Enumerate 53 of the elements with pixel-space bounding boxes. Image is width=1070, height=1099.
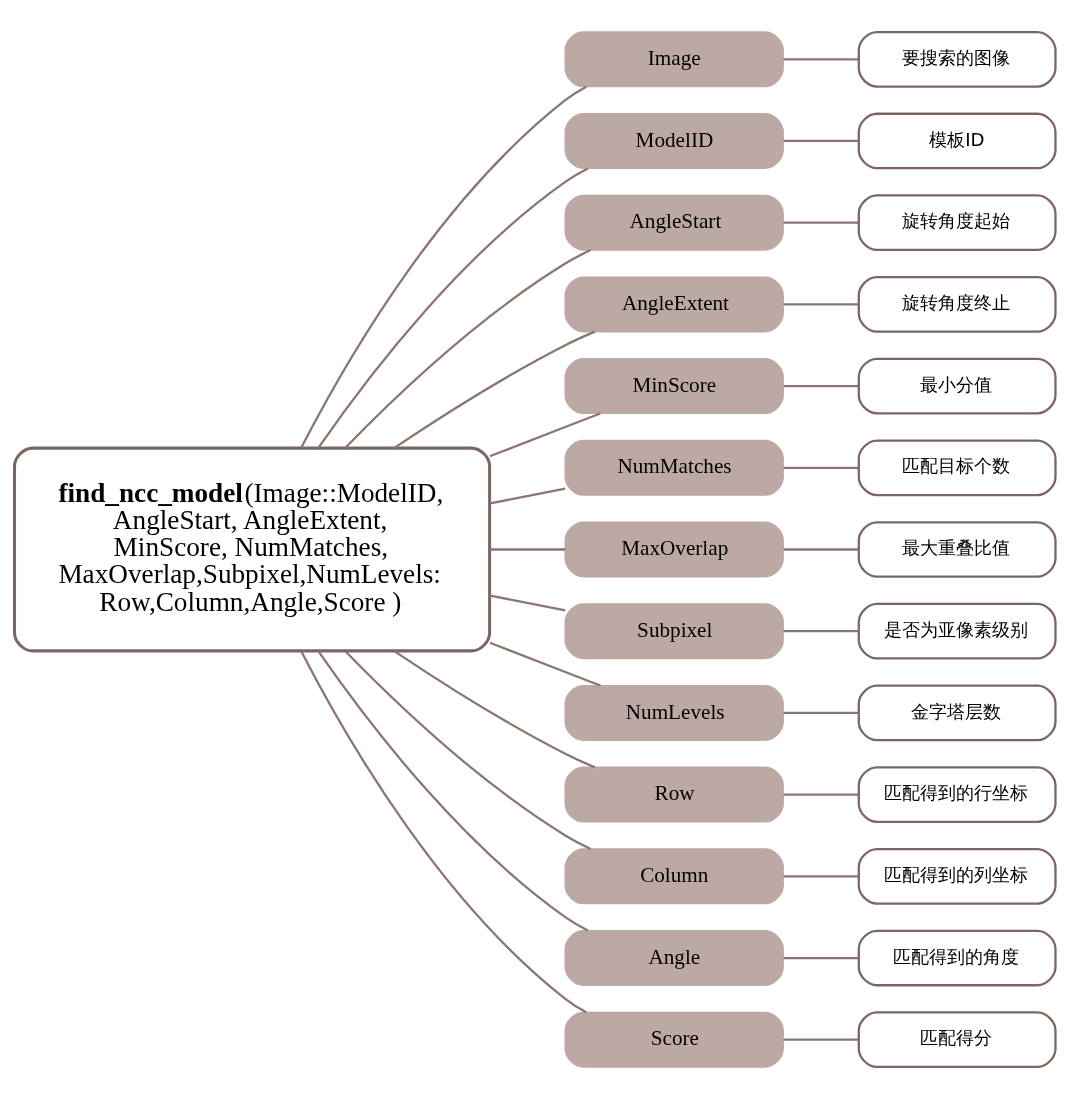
node-box: Score [564,1011,784,1068]
node-box: MinScore [564,358,784,415]
connector [344,650,592,850]
connector [783,58,859,61]
connector [783,1038,859,1041]
connector [783,548,859,551]
node-box: NumLevels [564,684,784,741]
connector [783,221,859,224]
node-box: 要搜索的图像 [857,30,1057,88]
node-box: Column [564,848,784,905]
connector [783,793,859,796]
node-box: 是否为亚像素级别 [857,602,1057,660]
node-box: 匹配得到的角度 [857,929,1057,987]
node-box: 金字塔层数 [857,684,1057,742]
node-box: NumMatches [564,439,784,496]
connector [783,384,859,388]
connector [783,630,859,633]
connector [300,85,587,449]
node-box: 旋转角度终止 [857,276,1057,333]
node-box: 匹配得分 [857,1011,1057,1069]
connector [783,466,859,469]
connector [783,711,859,715]
connector [393,650,596,769]
node-box: AngleExtent [564,276,784,333]
connector [783,956,859,960]
node-box: Row [564,766,784,823]
connector [783,303,859,306]
connector [489,641,601,687]
node-box: MaxOverlap [564,521,784,578]
node-box: 最小分值 [857,357,1057,415]
connector [489,412,601,458]
connector [489,594,566,612]
connector [489,487,566,505]
node-box: find_ncc_model(Image::ModelID, AngleStart, AngleExtent, MinScore, NumMatches, MaxOverlap,Subpixel,NumLevels: Row,Column,Angle,Score ) [13,446,492,653]
connector [490,548,566,551]
node-box: 最大重叠比值 [857,521,1057,578]
connector [783,139,859,143]
connector [783,875,859,878]
node-box: Image [564,31,784,88]
connector [300,650,587,1014]
node-box: Subpixel [564,603,784,660]
node-box: AngleStart [564,194,784,251]
connector [317,650,589,932]
node-box: 匹配得到的行坐标 [857,766,1057,823]
connector [317,167,589,449]
node-box: 模板ID [857,112,1057,170]
node-box: 匹配得到的列坐标 [857,847,1057,905]
connector [344,249,592,449]
node-box: 旋转角度起始 [857,194,1057,252]
node-box: Angle [564,930,784,986]
connector [393,330,596,449]
node-box: 匹配目标个数 [857,439,1057,497]
node-box: ModelID [564,113,784,169]
